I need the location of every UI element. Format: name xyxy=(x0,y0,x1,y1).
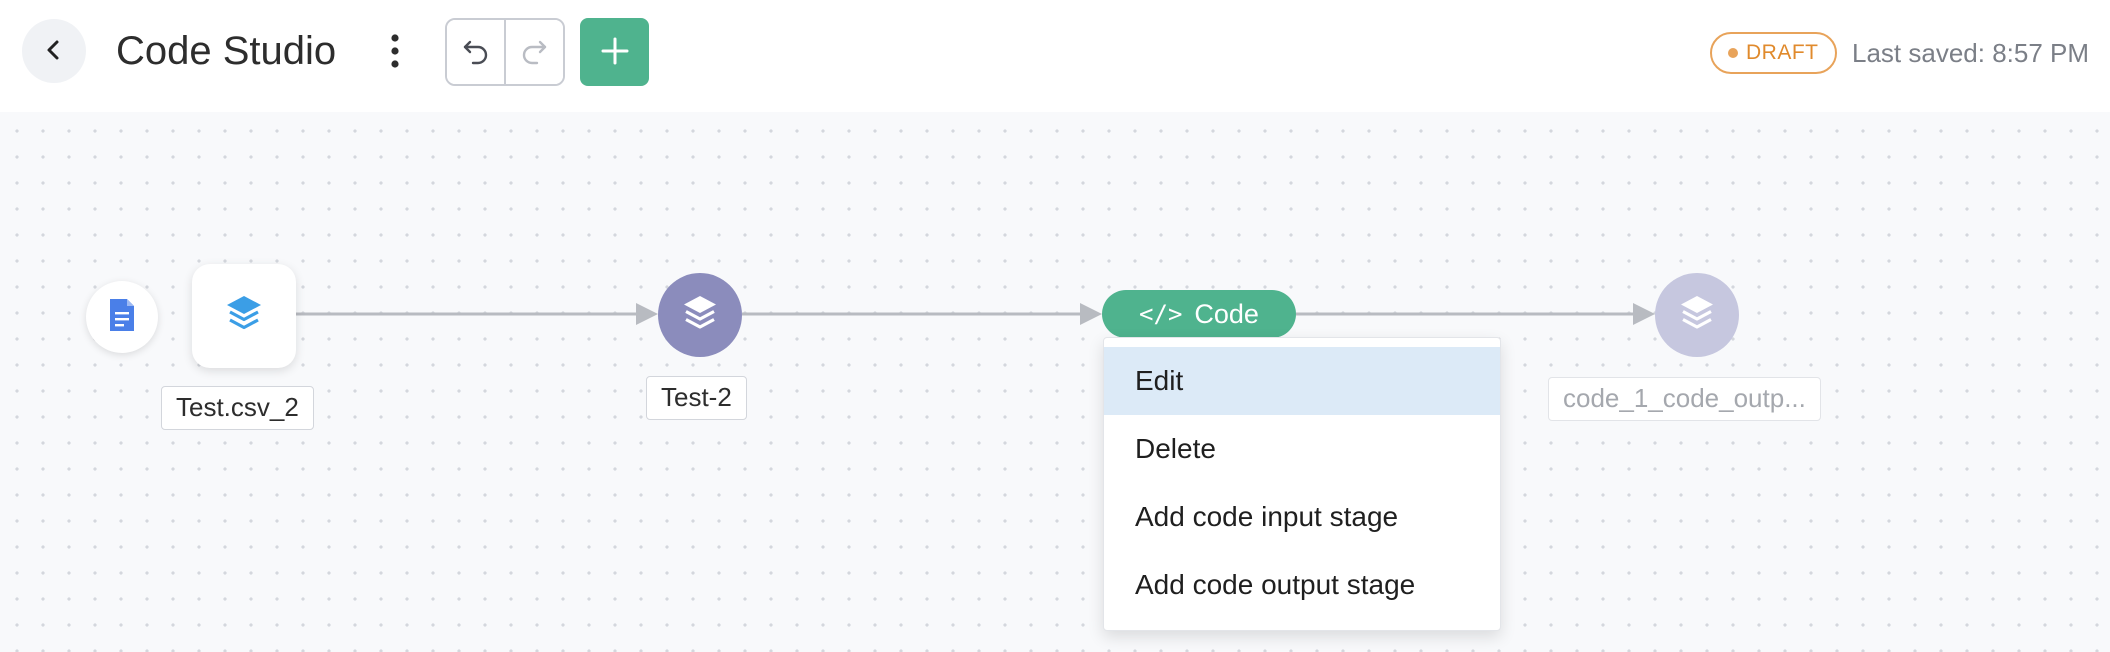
source-file-node[interactable] xyxy=(86,281,158,353)
status-badge-label: DRAFT xyxy=(1746,41,1819,64)
undo-icon xyxy=(461,36,491,69)
undo-redo-divider xyxy=(504,20,506,84)
pipeline-edges xyxy=(296,303,1655,325)
add-stage-button[interactable] xyxy=(580,18,649,86)
menu-item-delete[interactable]: Delete xyxy=(1135,433,1216,464)
menu-item-edit[interactable]: Edit xyxy=(1104,347,1500,415)
back-button[interactable] xyxy=(22,19,86,83)
layers-icon xyxy=(1677,292,1717,339)
code-icon: </> xyxy=(1139,300,1183,328)
node-label-test-2[interactable]: Test-2 xyxy=(646,376,747,420)
arrowhead-output xyxy=(1633,303,1655,325)
node-label-test-csv[interactable]: Test.csv_2 xyxy=(161,386,314,430)
redo-button[interactable] xyxy=(505,20,563,84)
header-bar: Code Studio xyxy=(0,0,2110,112)
layers-icon xyxy=(224,293,264,340)
menu-item-add-code-input-stage[interactable]: Add code input stage xyxy=(1135,501,1399,532)
dataset-node-test-csv[interactable] xyxy=(192,264,296,368)
more-options-button[interactable] xyxy=(378,29,412,75)
draft-dot-icon xyxy=(1728,48,1738,58)
redo-icon xyxy=(519,36,549,69)
last-saved-text: Last saved: 8:57 PM xyxy=(1852,38,2090,68)
plus-icon xyxy=(600,36,630,69)
chevron-left-icon xyxy=(43,39,65,64)
file-document-icon xyxy=(107,297,137,338)
undo-redo-group xyxy=(445,18,565,86)
code-stage-context-menu: Edit Delete Add code input stage Add cod… xyxy=(1103,337,1501,631)
output-dataset-node[interactable] xyxy=(1655,273,1739,357)
dataset-node-test-2[interactable] xyxy=(658,273,742,357)
code-stage-label: Code xyxy=(1194,298,1259,329)
undo-button[interactable] xyxy=(447,20,505,84)
status-badge: DRAFT xyxy=(1710,32,1837,74)
menu-item-add-code-output-stage[interactable]: Add code output stage xyxy=(1135,569,1416,600)
node-label-output[interactable]: code_1_code_outp... xyxy=(1548,377,1821,421)
arrowhead-code xyxy=(1080,303,1102,325)
more-vertical-icon xyxy=(390,33,400,72)
arrowhead-test2 xyxy=(636,303,658,325)
pipeline-canvas[interactable]: Test.csv_2 Test-2 </> Code code_1_code_o… xyxy=(0,112,2110,652)
layers-icon xyxy=(680,292,720,339)
page-title: Code Studio xyxy=(116,29,337,73)
code-stage-node[interactable]: </> Code xyxy=(1102,290,1296,338)
